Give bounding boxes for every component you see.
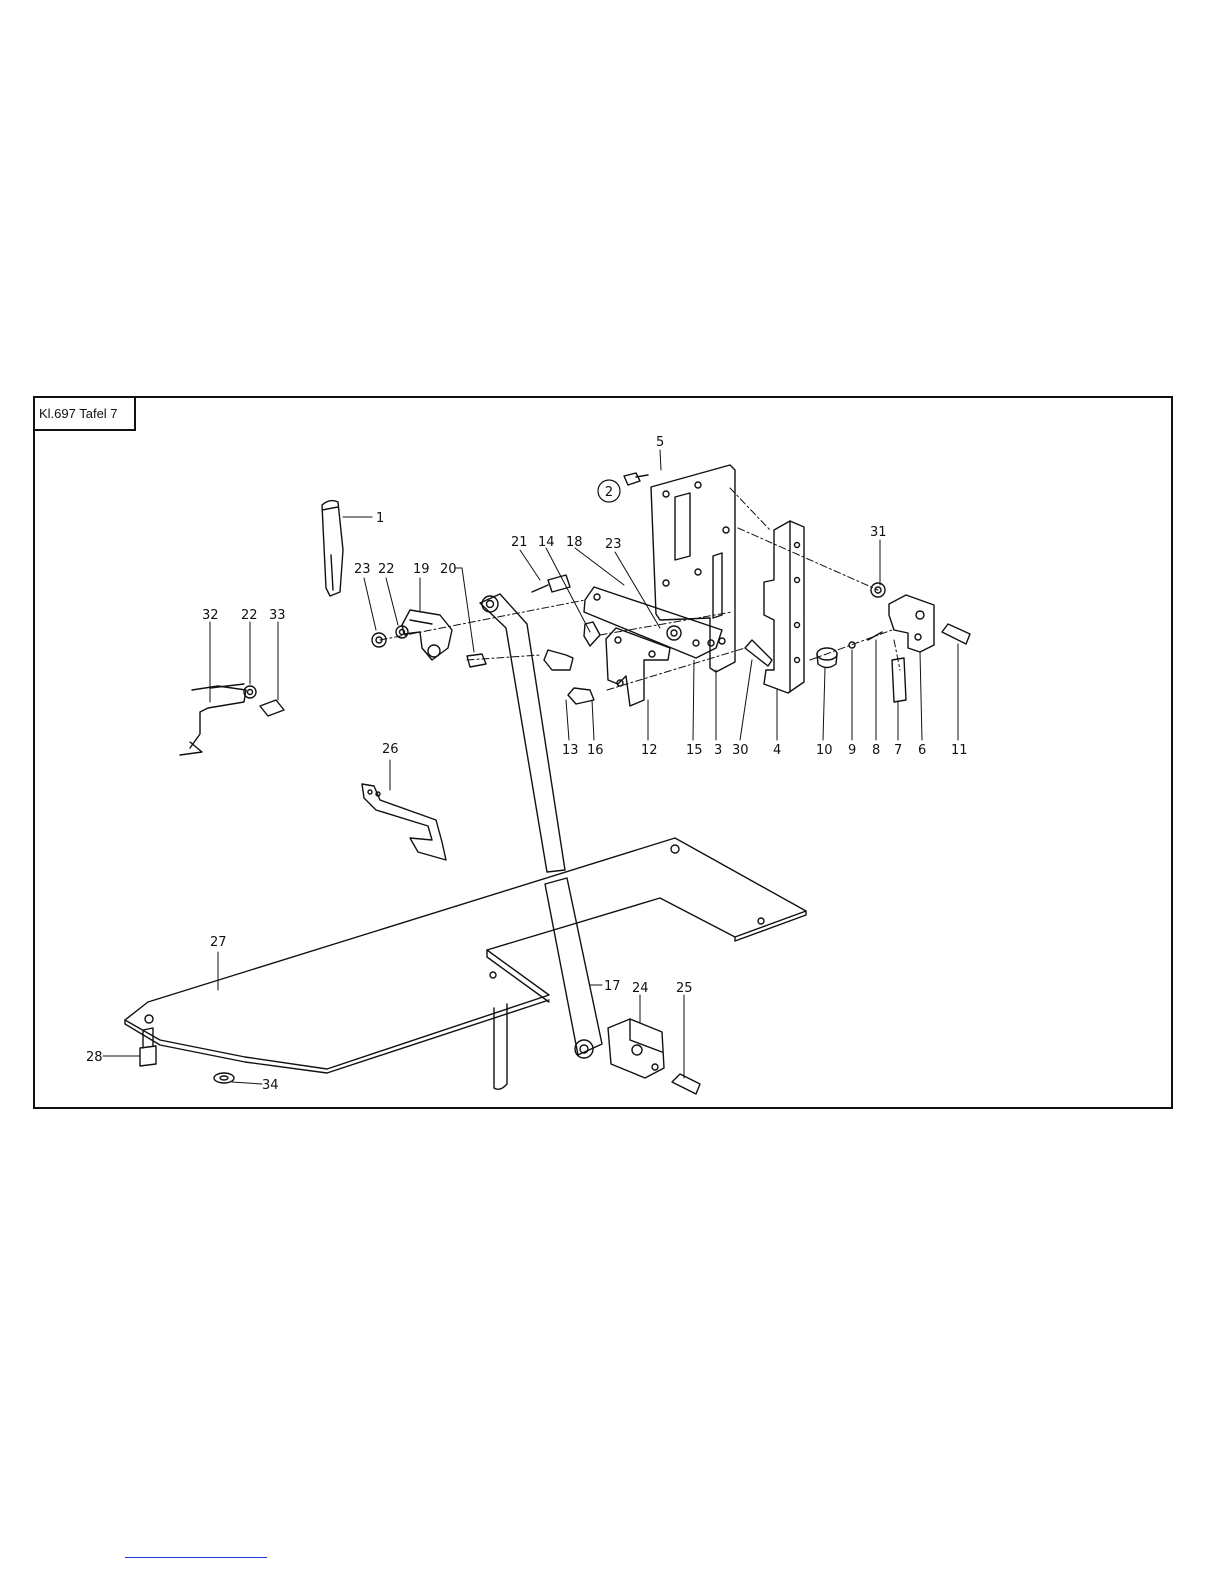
label-31: 31 — [870, 525, 887, 540]
label-21: 21 — [511, 535, 528, 550]
label-6: 6 — [918, 743, 926, 758]
label-22-lower: 22 — [241, 608, 258, 623]
label-23-left: 23 — [354, 562, 371, 577]
label-32: 32 — [202, 608, 219, 623]
label-24: 24 — [632, 981, 649, 996]
block-6 — [889, 595, 934, 652]
pin-1 — [322, 501, 343, 596]
label-25: 25 — [676, 981, 693, 996]
circled-callout-label: 2 — [605, 485, 613, 500]
label-12: 12 — [641, 743, 658, 758]
label-7: 7 — [894, 743, 902, 758]
bracket-12 — [606, 628, 670, 706]
label-16: 16 — [587, 743, 604, 758]
label-23-right: 23 — [605, 537, 622, 552]
slide-bar-4 — [764, 521, 804, 693]
label-19: 19 — [413, 562, 430, 577]
label-15: 15 — [686, 743, 703, 758]
label-4: 4 — [773, 743, 781, 758]
label-34: 34 — [262, 1078, 279, 1093]
label-33: 33 — [269, 608, 286, 623]
label-14: 14 — [538, 535, 555, 550]
part-labels: 1 3 4 5 6 7 8 9 10 11 12 13 14 15 16 17 … — [86, 435, 968, 1093]
label-13: 13 — [562, 743, 579, 758]
label-8: 8 — [872, 743, 880, 758]
label-28: 28 — [86, 1050, 103, 1065]
label-9: 9 — [848, 743, 856, 758]
label-1: 1 — [376, 511, 384, 526]
label-26: 26 — [382, 742, 399, 757]
label-30: 30 — [732, 743, 749, 758]
lever-15 — [584, 587, 722, 658]
plate-title: Kl.697 Tafel 7 — [33, 396, 136, 431]
label-18: 18 — [566, 535, 583, 550]
label-27: 27 — [210, 935, 227, 950]
footer-rule — [125, 1557, 267, 1558]
bracket-26 — [362, 784, 446, 860]
clamp-19 — [402, 610, 452, 660]
label-5: 5 — [656, 435, 664, 450]
label-22-upper: 22 — [378, 562, 395, 577]
label-17: 17 — [604, 979, 621, 994]
label-20: 20 — [440, 562, 457, 577]
wire-32 — [180, 684, 246, 755]
block-24 — [608, 1019, 664, 1078]
label-10: 10 — [816, 743, 833, 758]
base-plate-27 — [125, 838, 806, 1089]
label-3: 3 — [714, 743, 722, 758]
label-11: 11 — [951, 743, 968, 758]
